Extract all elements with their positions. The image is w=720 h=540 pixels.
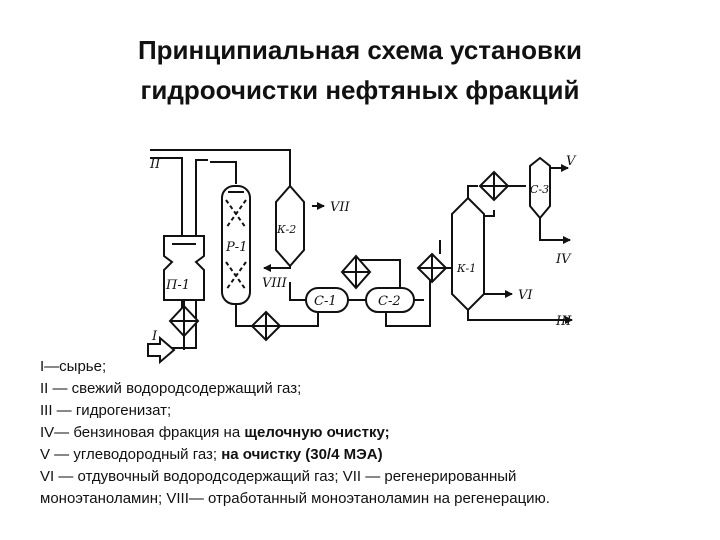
separator-c1: С-1 [305,287,349,313]
separator-c3-label: С-3 [530,183,549,196]
stream-v-label: V [566,154,577,169]
legend-item: II — свежий водородсодержащий газ; [40,380,302,397]
cond-return-line [484,210,495,217]
legend-item: V — углеводородный газ; на очистку (30/4… [40,446,383,463]
legend-item: III — гидрогенизат; [40,402,172,419]
stream-ii-top-line [150,149,291,190]
condenser [478,170,510,202]
legend-item: I—сырье; [40,358,107,375]
stream-labels: II I VII VIII V IV VI III [149,154,577,344]
separator-c2-label: С-2 [378,294,401,309]
furnace-p1: П-1 [163,235,205,301]
reactor-r1: Р-1 [221,185,251,305]
reactor-top-line [210,161,237,184]
separator-c2: С-2 [365,287,415,313]
reactor-bottom-line [235,304,252,327]
separator-c3: С-3 [529,156,551,220]
reactor-label: Р-1 [225,240,247,255]
stream-iii-label: III [555,314,572,329]
title-line-2: гидроочистки нефтяных фракций [140,75,580,105]
legend-item: моноэтаноламин; VIII— отработанный моноэ… [40,490,550,507]
c2-to-k1-exchanger-line [385,280,431,327]
feed-arrow [147,335,176,365]
heat-exchanger-1 [168,304,200,338]
slide-title: Принципиальная схема установки гидроочис… [40,30,680,110]
pipelines [150,149,573,350]
legend: I—сырье; II — свежий водородсодержащий г… [40,356,680,510]
stream-vi-label: VI [518,288,533,303]
legend-item: IV— бензиновая фракция на щелочную очист… [40,424,390,441]
exchanger-to-c1-line [280,312,319,327]
stream-vii-label: VII [330,200,351,215]
stream-viii-line [289,282,306,301]
heat-exchanger-3 [340,254,372,290]
k1-overhead-line [467,185,478,200]
stream-i-label: I [151,329,158,344]
title-line-1: Принципиальная схема установки [137,35,583,65]
legend-item: VI — отдувочный водородсодержащий газ; V… [40,468,517,485]
stream-viii-label: VIII [262,276,288,291]
stream-iii-line [467,310,573,324]
column-k1: К-1 [451,196,485,312]
column-k2-label: К-2 [276,223,296,236]
furnace-label: П-1 [165,278,190,293]
stream-iv-label: IV [555,252,572,267]
column-k2: К-2 [275,184,305,268]
heat-exchanger-2 [250,310,282,342]
column-k1-label: К-1 [456,262,476,275]
separator-c1-label: С-1 [314,294,337,309]
stream-ii-label: II [149,157,161,172]
heat-exchanger-4 [416,252,448,284]
stream-iv-line [539,218,571,244]
